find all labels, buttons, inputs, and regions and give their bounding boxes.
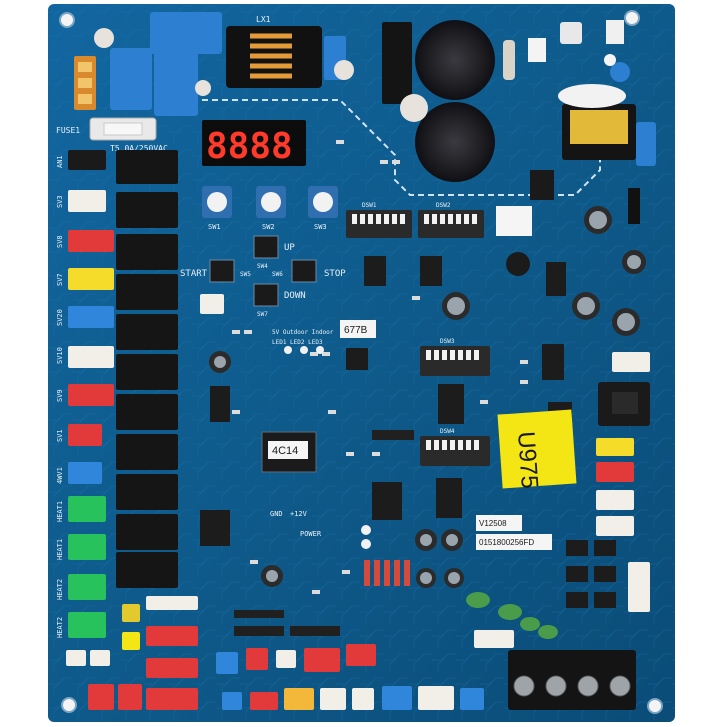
dsw1-label: DSW1 [362,202,377,209]
v12-label: +12V [290,510,308,518]
pin-header-rows [234,430,414,636]
svg-text:SV1: SV1 [56,429,64,442]
stop-label: STOP [324,269,346,279]
sw2-label: SW2 [262,223,275,231]
svg-text:HEAT1: HEAT1 [56,539,64,560]
svg-text:SV9: SV9 [56,389,64,402]
electrolytic-capacitors [209,206,646,588]
version-tag [476,515,522,531]
svg-text:SV7: SV7 [56,273,64,286]
resistor-array [364,560,410,586]
start-label: START [180,269,208,279]
svg-text:V12508: V12508 [479,519,507,528]
right-connectors [596,352,650,612]
down-label: DOWN [284,291,306,301]
yellow-sticker [497,409,577,489]
svg-text:SV8: SV8 [56,235,64,248]
x-capacitor [154,50,198,116]
sw1-label: SW1 [208,223,221,231]
svg-text:SV3: SV3 [56,195,64,208]
logic-ics [200,256,572,546]
x-capacitor [150,12,222,54]
high-voltage-zone [182,99,601,196]
dsw4-label: DSW4 [440,428,455,435]
sticker-text: U975 [512,431,543,490]
bulk-capacitor [415,20,495,100]
fuse-rating-label: T5.0A/250VAC [110,144,168,153]
sw6-label: SW6 [272,271,283,278]
seven-segment-display [202,120,306,166]
bulk-capacitor [415,102,495,182]
svg-text:HEAT2: HEAT2 [56,617,64,638]
power-label: POWER [300,530,322,538]
svg-text:4WV1: 4WV1 [56,467,64,484]
heatsink-regulator [530,170,554,200]
svg-text:SV20: SV20 [56,309,64,326]
gnd-label: GND [270,510,283,518]
screw-terminal-block [508,650,636,710]
mcu-label: 4C14 [272,445,298,457]
dip-switch-row [202,186,338,218]
dsw3-label: DSW3 [440,338,455,345]
up-label: UP [284,243,295,253]
led-indicators [284,346,371,549]
outdoor-indoor-label: 5V Outdoor Indoor [272,329,334,336]
choke-label: LX1 [256,15,271,24]
dsw2-label: DSW2 [436,202,451,209]
left-connector-labels: AN1 SV3 SV8 SV7 SV20 SV10 SV9 SV1 4WV1 H… [56,155,64,638]
svg-text:677B: 677B [344,325,368,336]
tactile-buttons [209,235,317,307]
mounting-holes [59,10,663,714]
led-label: LED1 LED2 LED3 [272,339,323,346]
display-digits: 8888 [206,126,293,167]
qr-tag [496,206,532,236]
bottom-connectors [66,294,514,710]
varistors [466,592,558,639]
bridge-rectifier [382,22,412,104]
sw4-label: SW4 [257,263,268,270]
serial-tag [476,534,552,550]
svg-text:HEAT1: HEAT1 [56,501,64,522]
x-capacitor [110,48,152,110]
svg-text:0151800256FD: 0151800256FD [479,538,534,547]
small-ic [528,38,546,62]
fuse-label: FUSE1 [56,126,80,135]
svg-text:SV10: SV10 [56,347,64,364]
chip-tag-top [340,320,376,338]
left-connectors [68,150,114,638]
svg-text:HEAT2: HEAT2 [56,579,64,600]
sw7-label: SW7 [257,311,268,318]
smd-components [232,140,528,594]
sw5-label: SW5 [240,271,251,278]
relay-bank [116,150,178,588]
sw3-label: SW3 [314,223,327,231]
transistor-row [566,540,616,608]
svg-text:AN1: AN1 [56,155,64,168]
